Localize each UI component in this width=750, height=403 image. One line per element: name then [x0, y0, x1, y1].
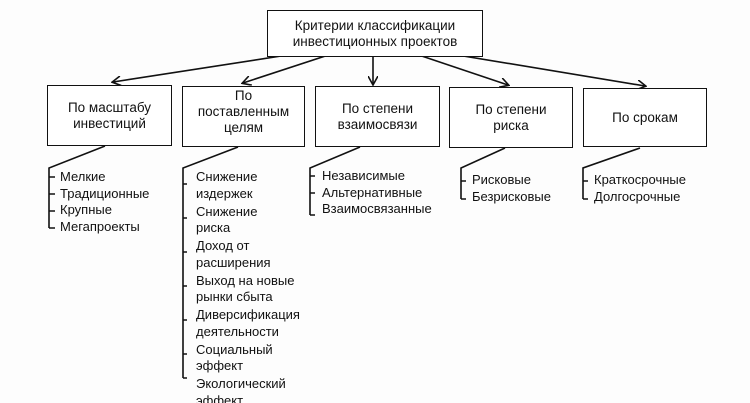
list-item: Краткосрочные: [594, 172, 686, 187]
bracket-2: [182, 146, 239, 378]
category-title: По поставленным целям: [197, 88, 290, 135]
list-item: Независимые: [322, 168, 405, 183]
list-terms: Краткосрочные Долгосрочные: [594, 172, 686, 205]
list-risk: Рисковые Безрисковые: [472, 172, 551, 205]
list-item: Рисковые: [472, 172, 531, 187]
bracket-5: [582, 147, 641, 199]
category-title: По масштабу инвестиций: [67, 99, 152, 131]
list-item: Диверсификация деятельности: [196, 307, 300, 339]
list-item: Безрисковые: [472, 188, 551, 204]
root-label: Критерии классификации инвестиционных пр…: [292, 17, 458, 49]
category-title: По срокам: [612, 109, 678, 125]
category-box-interrelation: По степени взаимосвязи: [315, 86, 440, 147]
category-title: По степени взаимосвязи: [337, 100, 418, 132]
category-box-risk: По степени риска: [449, 87, 573, 148]
list-item: Традиционные: [60, 185, 150, 201]
bracket-3: [309, 146, 361, 215]
list-item: Взаимосвязанные: [322, 201, 432, 216]
list-item: Выход на новые рынки сбыта: [196, 272, 295, 305]
list-item: Мелкие: [60, 169, 106, 184]
list-item: Крупные: [60, 202, 112, 217]
category-box-goals: По поставленным целям: [182, 86, 305, 147]
bracket-4: [460, 147, 506, 199]
list-item: Мегапроекты: [60, 218, 140, 234]
category-box-terms: По срокам: [583, 88, 707, 147]
list-item: Снижение издержек: [196, 169, 258, 201]
list-item: Социальный эффект: [196, 341, 273, 374]
list-scale: Мелкие Традиционные Крупные Мегапроекты: [60, 169, 149, 235]
root-box: Критерии классификации инвестиционных пр…: [267, 10, 483, 57]
list-item: Экологический эффект: [196, 376, 286, 403]
list-item: Снижение риска: [196, 203, 258, 236]
list-interrelation: Независимые Альтернативные Взаимосвязанн…: [322, 168, 432, 218]
category-box-scale: По масштабу инвестиций: [47, 85, 172, 146]
list-goals: Снижение издержек Снижение риска Доход о…: [196, 169, 300, 403]
list-item: Доход от расширения: [196, 238, 271, 270]
category-title: По степени риска: [475, 101, 547, 133]
list-item: Долгосрочные: [594, 188, 681, 204]
list-item: Альтернативные: [322, 184, 423, 200]
bracket-1: [48, 145, 106, 228]
